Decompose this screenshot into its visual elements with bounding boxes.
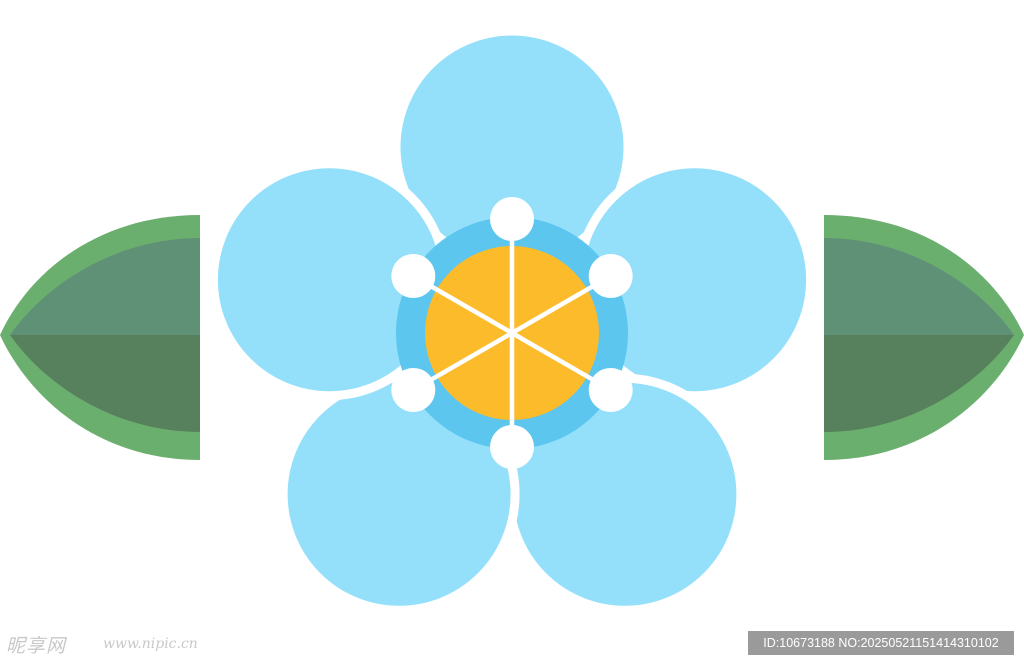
leaf-right: [824, 215, 1024, 460]
watermark-id-badge: ID:10673188 NO:20250521151414310102: [748, 631, 1014, 655]
flower-center: [391, 197, 633, 469]
stamen-anther: [490, 425, 534, 469]
stamen-anther: [490, 197, 534, 241]
watermark-site: www.nipic.cn: [103, 636, 198, 652]
stamen-anther: [391, 254, 436, 298]
stamen-anther: [588, 254, 633, 298]
leaves: [0, 215, 1024, 460]
leaf-left: [0, 215, 200, 460]
watermark-logo: 昵享网: [6, 635, 67, 657]
stamen-anther: [588, 368, 633, 412]
stamen-anther: [391, 368, 436, 412]
